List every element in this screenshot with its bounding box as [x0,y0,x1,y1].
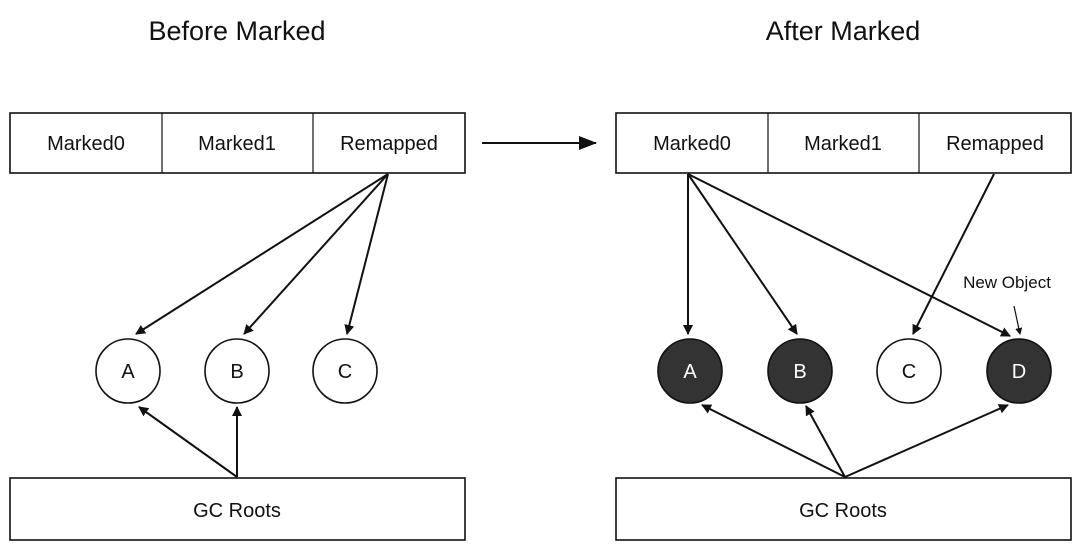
left-node-a: A [95,338,161,404]
right-bits-frame [615,112,1072,174]
right-cell-marked1: Marked1 [804,133,882,155]
right-node-c-label: C [902,361,916,383]
left-gc-roots: GC Roots [9,477,466,541]
right-node-d-circle [986,338,1052,404]
left-panel: Before Marked Marked0 Marked1 Remapped A… [9,16,466,541]
left-cell-remapped: Remapped [340,133,438,155]
right-cell-remapped: Remapped [946,133,1044,155]
right-node-c-circle [876,338,942,404]
left-edge-roots-to-a [138,406,238,478]
left-cell-marked1: Marked1 [198,133,276,155]
left-node-a-label: A [121,361,135,383]
right-gc-roots-box [615,477,1072,541]
right-node-a-label: A [683,361,697,383]
left-gc-roots-label: GC Roots [193,500,281,522]
left-node-b-circle [204,338,270,404]
right-node-b-label: B [793,361,806,383]
right-node-a: A [657,338,723,404]
right-node-b-circle [767,338,833,404]
right-edge-marked0-to-d [687,173,1011,337]
left-node-b: B [204,338,270,404]
left-node-b-label: B [230,361,243,383]
left-cell-marked0: Marked0 [47,133,125,155]
left-node-c: C [312,338,378,404]
left-edge-remapped-to-c [344,173,389,335]
right-panel: After Marked Marked0 Marked1 Remapped Ne… [615,16,1072,541]
left-edge-remapped-to-a [135,173,389,335]
left-edge-remapped-to-b [243,173,389,335]
right-node-d: D [986,338,1052,404]
right-panel-title: After Marked [766,16,921,46]
right-edge-roots-to-b [805,405,846,478]
left-node-a-circle [95,338,161,404]
right-node-c: C [876,338,942,404]
right-gc-roots-label: GC Roots [799,500,887,522]
left-node-c-label: C [338,361,352,383]
new-object-annotation: New Object [963,273,1051,292]
left-color-bits-bar: Marked0 Marked1 Remapped [9,112,466,174]
left-panel-title: Before Marked [148,16,325,46]
left-node-c-circle [312,338,378,404]
new-object-pointer [1013,305,1023,335]
left-gc-roots-box [9,477,466,541]
right-edge-marked0-to-b [687,173,798,335]
right-node-b: B [767,338,833,404]
left-bits-frame [9,112,466,174]
right-node-a-circle [657,338,723,404]
right-cell-marked0: Marked0 [653,133,731,155]
right-gc-roots: GC Roots [615,477,1072,541]
right-edge-roots-to-a [701,404,846,478]
right-node-d-label: D [1012,361,1026,383]
right-edge-roots-to-d [844,404,1009,478]
right-edge-remapped-to-c [912,173,995,335]
right-color-bits-bar: Marked0 Marked1 Remapped [615,112,1072,174]
